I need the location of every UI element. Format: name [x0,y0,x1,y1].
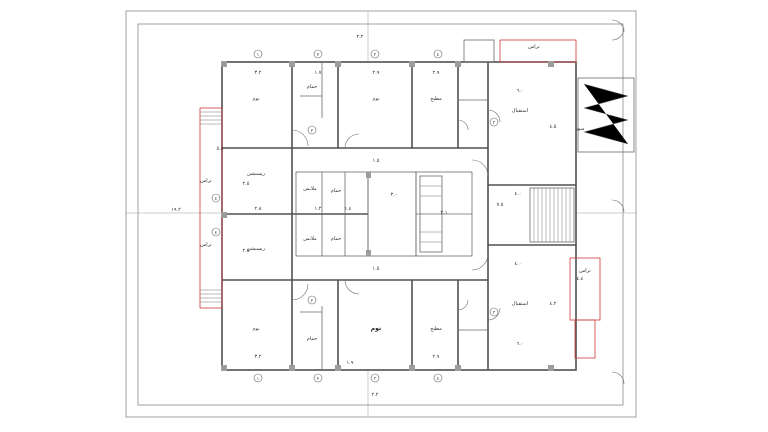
room-label-hall: استقبال [512,108,528,114]
axis-marker-label: ٢ [317,377,320,382]
room-label-lightwell: منور [574,126,585,132]
dim-label: ١٩.٢ [171,207,181,213]
room-label-terrace: تراس [528,44,540,50]
room-label-hall: استقبال [512,301,528,307]
room-label-bedroom: نوم [372,96,379,102]
room-label-bath: حمام [307,336,318,342]
terraces [199,39,601,359]
dim-label: ٢.٢ [372,392,379,398]
room-label-terrace: تراس [200,178,212,184]
room-label-bedroom: نوم [252,96,259,102]
axis-marker-label: ٤ [215,197,218,202]
dim-label: ٤.٠ [515,191,522,197]
axis-marker-label: ٣ [374,376,377,382]
room-label-bath: حمام [331,188,342,194]
dim-label: ١.٤ [345,206,352,212]
dim-label: ١.٥ [373,266,380,272]
dim-label: ٤.٢ [550,301,557,307]
dim-label: ٢.٨ [255,206,262,212]
dim-label: ٦.٠ [517,88,524,94]
dim-label: ٦.٠ [517,341,524,347]
dim-label: ٤.٠ [515,261,522,267]
room-label-bath: حمام [331,236,342,242]
dim-label: ٧.٥ [497,202,504,208]
dim-label: ٣.٠ [391,192,398,198]
doors [291,19,625,385]
dim-label: ٤.٤ [577,276,584,282]
room-label-kitchen: مطبخ [430,326,442,332]
room-label-bedroom: نوم [252,326,259,332]
dim-label: ٢.٩ [373,70,380,76]
axis-marker-label: ٢ [317,53,320,58]
dim-label: ١.٢ [315,206,322,212]
axis-marker-label: ٢ [311,129,314,134]
axis-marker-label: ١ [257,377,259,382]
dim-label: ٢.١ [441,210,448,216]
axis-marker-label: ٤ [215,231,218,236]
room-label-bedroom: نوم [371,325,381,332]
plot-border [125,10,637,418]
axis-marker-label: ٣ [374,52,377,58]
axis-marker-label: ١ [257,53,259,58]
room-label-terrace: تراس [579,268,591,274]
stairs [419,77,635,253]
dim-label: ٢.٩ [433,354,440,360]
dim-label: ١.٥ [373,158,380,164]
room-label-reception: ريسبشن [247,246,266,252]
dim-label: ٢.٥ [243,248,250,254]
dim-label: ١.٧ [315,70,322,76]
dim-label: ٢.٩ [433,70,440,76]
axis-marker-label: ٤ [437,377,440,382]
room-label-terrace: تراس [200,242,212,248]
axis-marker-label: ٣ [493,120,496,126]
room-label-reception: ريسبشن [247,171,266,177]
axis-marker-label: ٤ [437,53,440,58]
dim-label: ٥.٥ [217,146,224,152]
room-label-kitchen: مطبخ [430,96,442,102]
room-label-dressing: ملابس [303,186,317,192]
dim-label: ٢.٢ [357,34,364,40]
axis-markers [211,49,499,383]
columns [221,61,554,371]
axis-marker-label: ٢ [311,299,314,304]
dim-label: ٤.٥ [550,124,557,130]
dim-label: ٢.٥ [243,181,250,187]
room-label-dressing: ملابس [303,236,317,242]
axis-marker-label: ٣ [493,310,496,316]
dim-label: ١.٩ [347,360,354,366]
room-label-bath: حمام [307,84,318,90]
dim-label: ٣.٢ [255,70,262,76]
dim-label: ٣.٢ [255,354,262,360]
